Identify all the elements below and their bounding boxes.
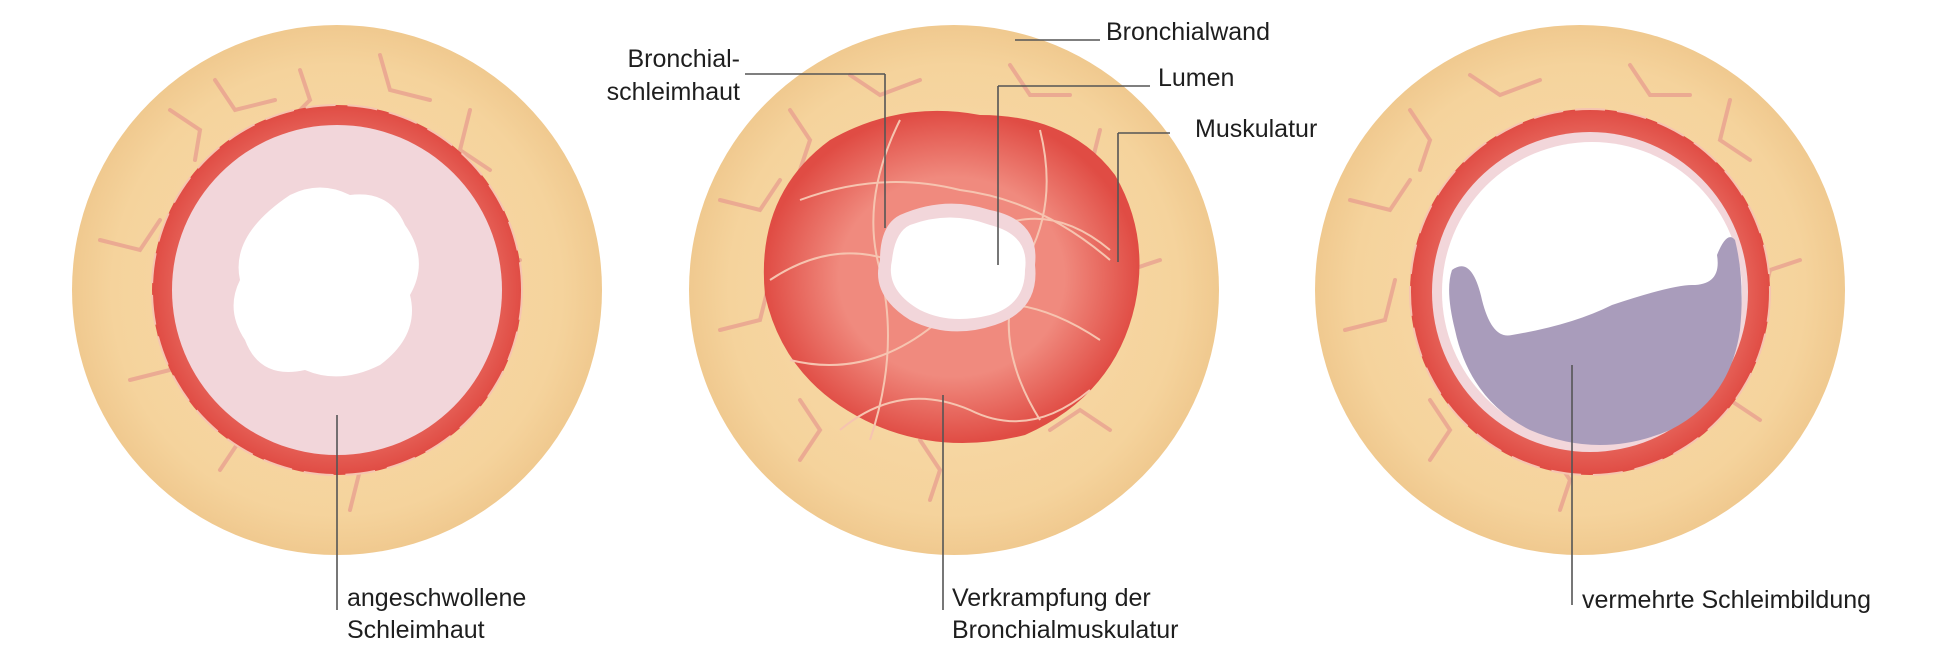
caption-line: Bronchialmuskulatur — [952, 616, 1179, 644]
label-musculature: Muskulatur — [1195, 115, 1317, 143]
label-bronchial-mucosa: schleimhaut — [607, 78, 740, 106]
label-bronchial-wall: Bronchialwand — [1106, 18, 1270, 46]
caption-line: Schleimhaut — [347, 616, 485, 644]
caption-line: angeschwollene — [347, 584, 526, 612]
caption-line: Verkrampfung der — [952, 584, 1151, 612]
caption-line: vermehrte Schleimbildung — [1582, 586, 1871, 614]
panel-muscle-spasm: Bronchial- schleimhaut Bronchialwand Lum… — [607, 18, 1318, 644]
mucus — [1449, 237, 1742, 445]
lumen — [890, 217, 1026, 319]
panel-swollen-mucosa: angeschwollene Schleimhaut — [72, 25, 602, 644]
label-lumen: Lumen — [1158, 64, 1234, 92]
lumen — [233, 187, 419, 377]
panel-mucus: vermehrte Schleimbildung — [1315, 25, 1871, 614]
label-bronchial-mucosa: Bronchial- — [627, 45, 740, 73]
